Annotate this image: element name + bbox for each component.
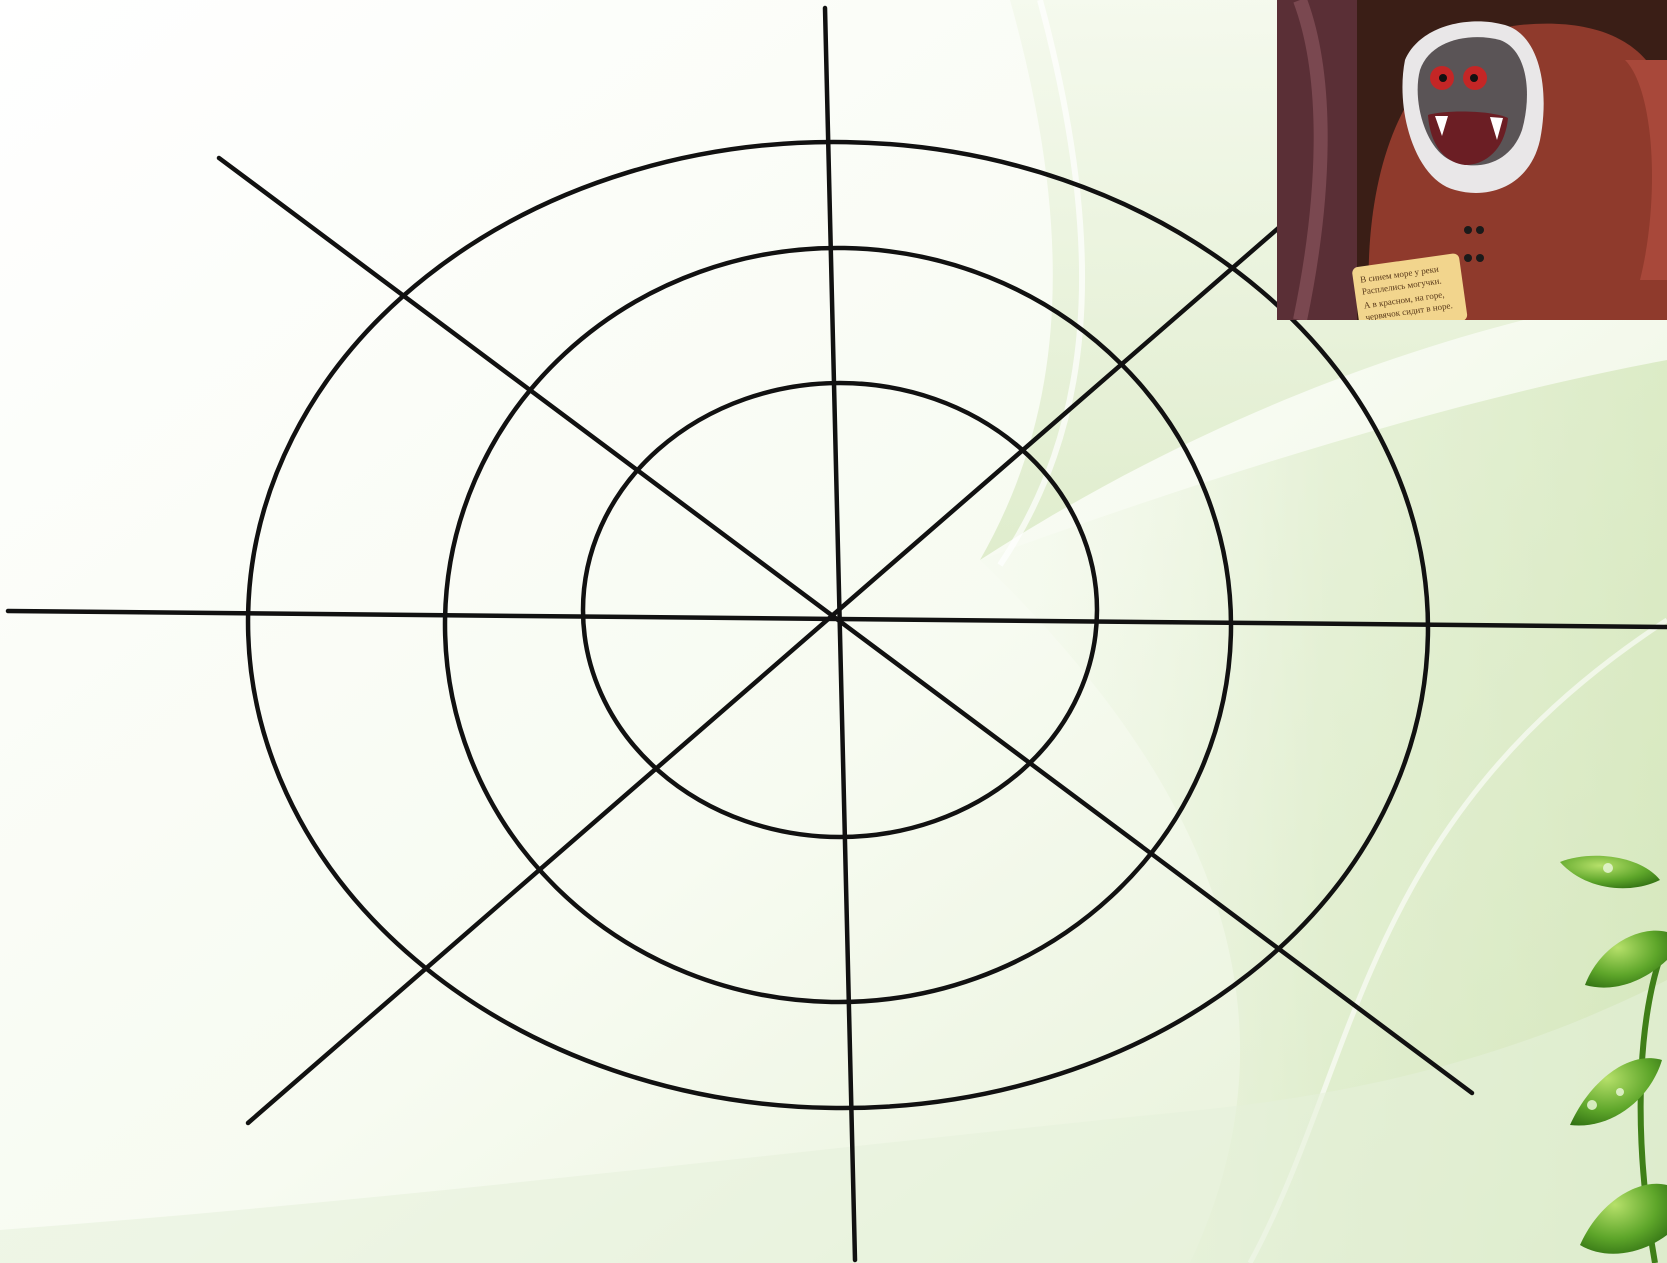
dew-drop [1603,863,1613,873]
dew-drop [1616,1088,1624,1096]
monster-button [1464,254,1472,262]
monster-pupil-left [1439,74,1447,82]
dew-drop [1587,1100,1597,1110]
monster-pupil-right [1470,74,1478,82]
monster-button [1476,254,1484,262]
monster-illustration-icon: В синем море у реки Расплелись могучки. … [1277,0,1667,335]
monster-button [1464,226,1472,234]
monster-button [1476,226,1484,234]
